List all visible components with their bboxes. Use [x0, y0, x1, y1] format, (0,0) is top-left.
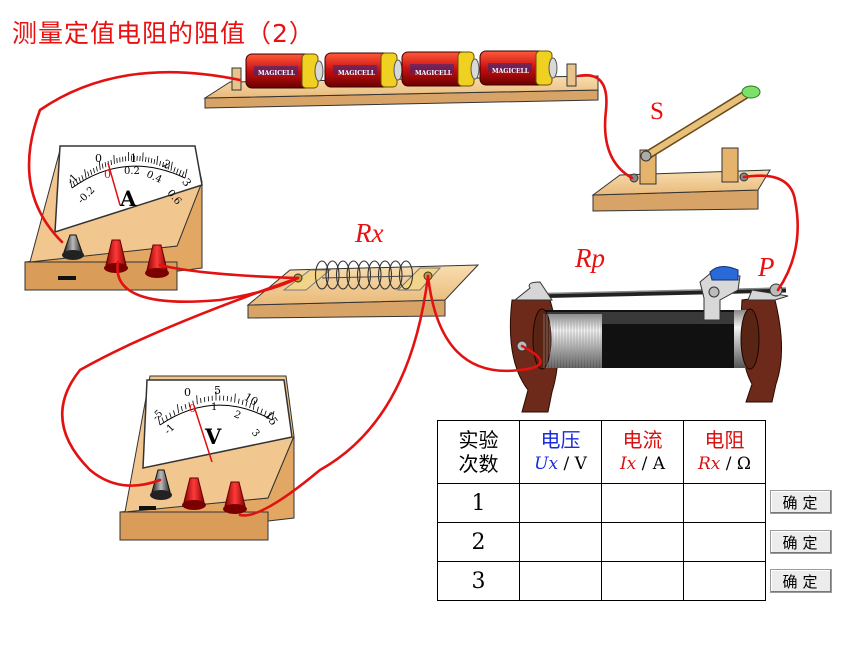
header-resistance-unit: / Ω: [720, 454, 752, 474]
label-rheostat-rp: Rp: [575, 243, 605, 273]
label-switch-s: S: [650, 98, 664, 125]
battery-brand-label: MAGICELL: [492, 68, 530, 75]
rheostat-rp[interactable]: [509, 266, 789, 413]
voltmeter: [119, 375, 295, 541]
resistance-cell[interactable]: [683, 561, 766, 601]
confirm-button-row-1[interactable]: 确定: [770, 490, 832, 514]
voltmeter-ticks: [157, 391, 275, 426]
header-current: 电流 Ix / A: [601, 420, 684, 484]
header-voltage-unit: / V: [558, 454, 587, 474]
battery-cell: [245, 53, 324, 89]
voltage-cell[interactable]: [519, 522, 602, 562]
battery-cell: [401, 51, 480, 87]
ammeter: [24, 145, 203, 291]
ammeter-tick-label: 1: [130, 152, 137, 165]
resistance-cell[interactable]: [683, 522, 766, 562]
voltage-cell[interactable]: [519, 561, 602, 601]
current-cell[interactable]: [601, 522, 684, 562]
battery-cell: [479, 50, 558, 86]
header-current-symbol: Ix: [619, 454, 637, 474]
resistance-cell[interactable]: [683, 483, 766, 523]
battery-pack: [203, 50, 599, 109]
battery-cell: [324, 52, 403, 88]
rheostat-winding: [543, 314, 602, 368]
confirm-button-row-3[interactable]: 确定: [770, 569, 832, 593]
table-header-row: 实验 次数 电压 Ux / V 电流 Ix / A 电阻 Rx / Ω: [437, 420, 766, 484]
table-row: 1: [437, 483, 766, 523]
battery-brand-label: MAGICELL: [258, 70, 296, 77]
table-row: 2: [437, 522, 766, 562]
header-voltage: 电压 Ux / V: [519, 420, 602, 484]
confirm-button-row-2[interactable]: 确定: [770, 530, 832, 554]
switch-handle-knob[interactable]: [741, 85, 761, 99]
trial-index: 3: [437, 561, 520, 601]
label-slider-p: P: [758, 252, 775, 282]
current-cell[interactable]: [601, 561, 684, 601]
ammeter-tick-label: 0.2: [124, 166, 140, 177]
measurement-table: 实验 次数 电压 Ux / V 电流 Ix / A 电阻 Rx / Ω 1 2 …: [437, 420, 766, 601]
voltmeter-tick-label: 0: [184, 386, 191, 399]
trial-index: 2: [437, 522, 520, 562]
battery-brand-label: MAGICELL: [338, 70, 376, 77]
ammeter-tick-label: 0: [104, 168, 111, 181]
voltmeter-tick-label: 0: [189, 402, 196, 415]
header-resistance: 电阻 Rx / Ω: [683, 420, 766, 484]
voltmeter-minus-sign: [139, 506, 156, 510]
ammeter-tick-label: 0: [95, 152, 102, 165]
header-current-unit: / A: [636, 454, 666, 474]
resistor-rx: [246, 260, 480, 319]
current-cell[interactable]: [601, 483, 684, 523]
voltage-cell[interactable]: [519, 483, 602, 523]
voltmeter-tick-label: 1: [211, 402, 218, 413]
header-trial-line1: 实验: [458, 428, 499, 452]
table-row: 3: [437, 561, 766, 601]
wires: [27, 70, 799, 517]
switch-s[interactable]: [591, 85, 771, 212]
header-trial-line2: 次数: [458, 452, 499, 476]
label-resistor-rx: Rx: [355, 218, 384, 248]
battery-brand-label: MAGICELL: [415, 70, 453, 77]
header-voltage-symbol: Ux: [534, 454, 559, 474]
header-current-label: 电流: [622, 428, 663, 452]
header-resistance-symbol: Rx: [697, 454, 721, 474]
header-trial-count: 实验 次数: [437, 420, 520, 484]
header-resistance-label: 电阻: [704, 428, 745, 452]
voltmeter-tick-label: 5: [214, 384, 221, 397]
header-voltage-label: 电压: [540, 428, 581, 452]
trial-index: 1: [437, 483, 520, 523]
page-title: 测量定值电阻的阻值（2）: [12, 19, 315, 48]
voltmeter-unit-label: V: [205, 424, 222, 449]
ammeter-unit-label: A: [120, 186, 137, 211]
ammeter-minus-sign: [58, 276, 76, 280]
